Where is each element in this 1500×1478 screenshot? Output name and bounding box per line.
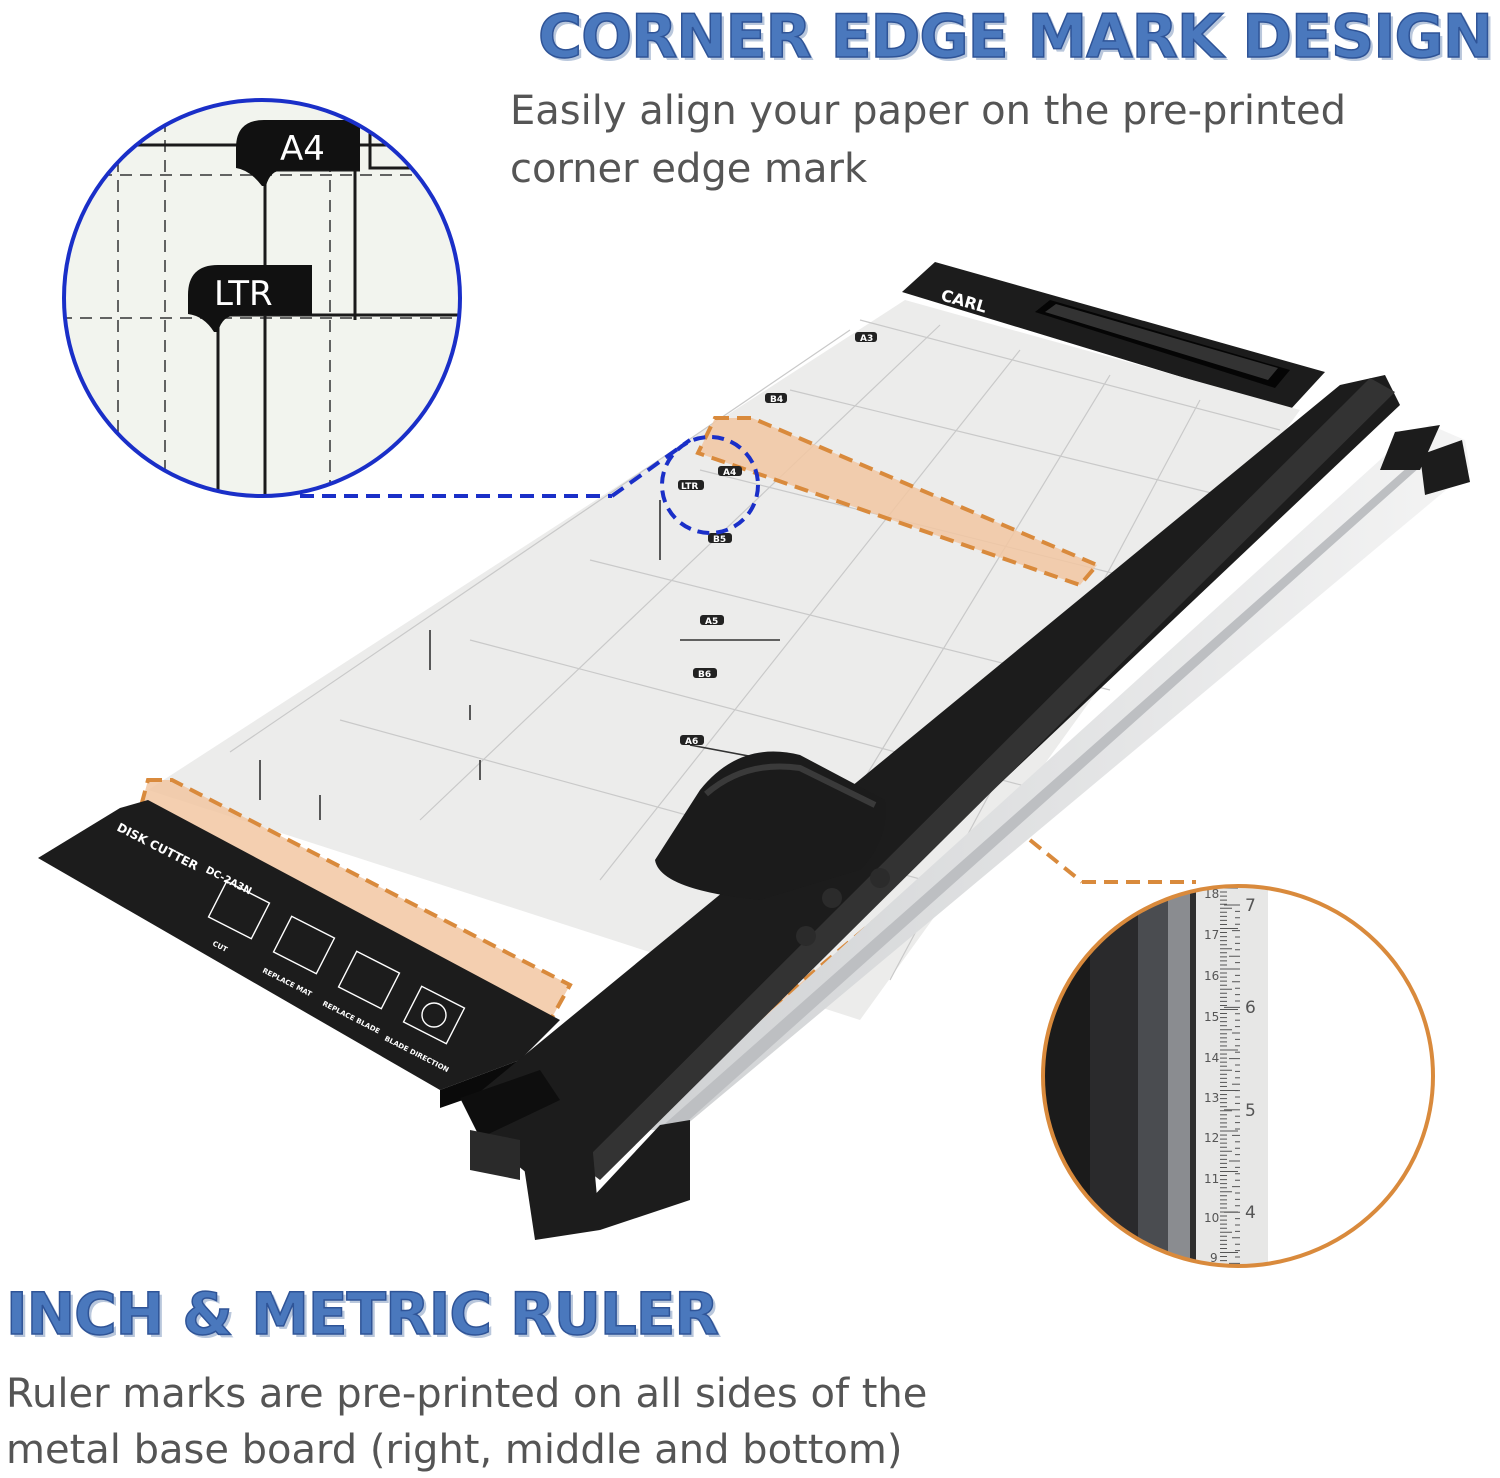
ruler-description-line-2: metal base board (right, middle and bott… (6, 1427, 903, 1473)
cutter-back-bar: CARL (902, 262, 1325, 410)
tag-a6: A6 (685, 737, 698, 747)
ruler-heading: INCH & METRIC RULER (5, 1279, 720, 1349)
corner-edge-description-line-1: Easily align your paper on the pre-print… (510, 88, 1347, 134)
board-mark-lines (259, 500, 780, 820)
tag-a3: A3 (860, 334, 873, 344)
zoom-ring-bottom (1041, 884, 1435, 1268)
cm-label-17: 17 (1204, 928, 1219, 942)
cm-label-12: 12 (1204, 1131, 1219, 1145)
board-focus-ring (660, 435, 760, 535)
zoom-ring-top (62, 98, 462, 498)
zoom-label-a4: A4 (280, 129, 325, 169)
bottom-ruler-highlight (137, 778, 573, 1033)
cm-label-9: 9 (1210, 1251, 1218, 1265)
cm-label-11: 11 (1204, 1172, 1219, 1186)
ruler-inch-labels: 7 6 5 4 (1245, 896, 1256, 1223)
corner-edge-heading: CORNER EDGE MARK DESIGN (537, 1, 1493, 73)
zoom-tag-ltr (188, 265, 312, 332)
ruler-cm-labels: 18 17 16 15 14 13 12 11 10 9 (1204, 887, 1219, 1265)
inch-label-6: 6 (1245, 998, 1256, 1018)
cutting-board (148, 300, 1300, 1020)
corner-edge-description: Easily align your paper on the pre-print… (510, 82, 1346, 198)
inch-label-4: 4 (1245, 1203, 1256, 1223)
tag-a4: A4 (723, 468, 736, 478)
inch-label-7: 7 (1245, 896, 1256, 916)
ruler-description: Ruler marks are pre-printed on all sides… (6, 1366, 927, 1478)
board-size-tags: A3 B4 A4 LTR B5 A5 B6 A6 (678, 332, 877, 747)
zoom-tag-a4 (236, 120, 360, 186)
corner-edge-description-line-2: corner edge mark (510, 146, 868, 192)
cm-label-18: 18 (1204, 887, 1219, 901)
middle-ruler-highlight (695, 416, 1101, 588)
blade-carriage[interactable] (655, 751, 890, 946)
zoom-label-ltr: LTR (214, 274, 273, 314)
cm-label-15: 15 (1204, 1010, 1219, 1024)
tag-b4: B4 (770, 395, 783, 405)
ruler-ticks (1220, 887, 1240, 1266)
tag-ltr: LTR (681, 482, 698, 492)
tag-b5: B5 (713, 535, 726, 545)
cutter-info-panel: DISK CUTTER DC-2A3N CUT REPLACE MAT REPL… (38, 800, 560, 1108)
tag-a5: A5 (705, 617, 718, 627)
cm-label-13: 13 (1204, 1091, 1219, 1105)
cutter-slide-arm (460, 375, 1400, 1240)
inch-label-5: 5 (1245, 1101, 1256, 1121)
ruler-zoom-callout: 18 17 16 15 14 13 12 11 10 9 7 6 5 4 (1028, 838, 1435, 1268)
board-grid (229, 319, 1281, 981)
metal-rail (640, 425, 1470, 1130)
cm-label-16: 16 (1204, 969, 1219, 983)
tag-b6: B6 (698, 670, 711, 680)
cm-label-14: 14 (1204, 1051, 1219, 1065)
ruler-description-line-1: Ruler marks are pre-printed on all sides… (6, 1371, 928, 1417)
cm-label-10: 10 (1204, 1211, 1219, 1225)
corner-mark-zoom-callout: A4 LTR (62, 98, 760, 535)
